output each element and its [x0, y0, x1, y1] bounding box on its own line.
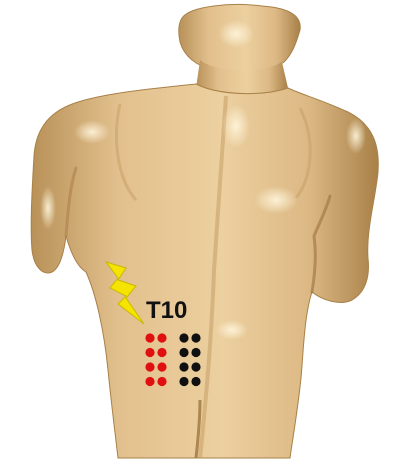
electrode-inactive	[179, 348, 188, 357]
vertebra-label: T10	[146, 297, 187, 324]
electrode-inactive	[191, 333, 200, 342]
highlight-lower-back	[216, 320, 248, 340]
electrode-active	[145, 348, 154, 357]
electrode-active	[145, 333, 154, 342]
electrode-inactive	[179, 377, 188, 386]
highlight-back-upper	[222, 104, 250, 148]
electrode-inactive	[191, 348, 200, 357]
highlight-head	[218, 20, 254, 48]
highlight-left-shoulder	[74, 120, 110, 144]
electrode-active	[145, 377, 154, 386]
electrode-inactive	[179, 362, 188, 371]
highlight-back-right	[254, 186, 298, 214]
highlight-left-arm	[40, 186, 56, 230]
electrode-active	[157, 333, 166, 342]
electrode-active	[157, 362, 166, 371]
highlight-right-shoulder	[346, 118, 366, 154]
electrode-inactive	[191, 362, 200, 371]
electrode-active	[157, 377, 166, 386]
electrode-active	[157, 348, 166, 357]
electrode-inactive	[191, 377, 200, 386]
electrode-inactive	[179, 333, 188, 342]
electrode-active	[145, 362, 154, 371]
